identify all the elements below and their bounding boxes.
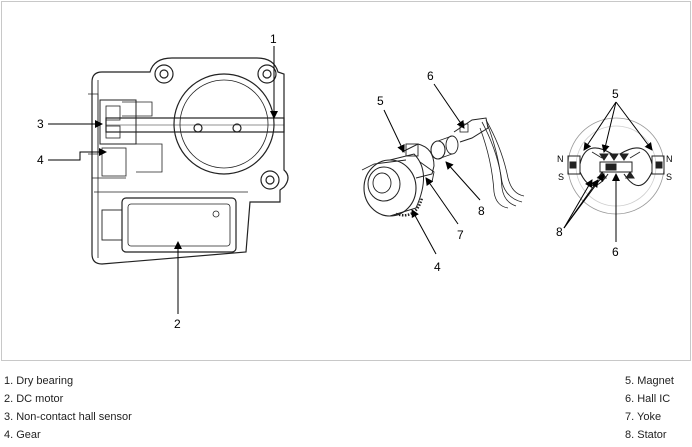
pole-north-left: N — [557, 154, 564, 164]
legend-item: 8. Stator — [625, 429, 667, 441]
diagram-figure: 1 3 4 2 5 6 8 7 4 5 8 6 N S N S — [1, 1, 691, 361]
callout-5-middle: 5 — [377, 94, 384, 108]
callout-6-right: 6 — [612, 245, 619, 259]
right-leaders — [563, 101, 653, 242]
left-leaders — [48, 46, 278, 314]
legend-item: 1. Dry bearing — [4, 375, 74, 387]
callout-4-left: 4 — [37, 153, 44, 167]
legend-left-column: 1. Dry bearing 2. DC motor 3. Non-contac… — [4, 372, 132, 444]
parts-legend: 1. Dry bearing 2. DC motor 3. Non-contac… — [0, 366, 692, 447]
callout-2: 2 — [174, 317, 181, 331]
callout-4-middle: 4 — [434, 260, 441, 274]
callout-8-middle: 8 — [478, 204, 485, 218]
callout-1: 1 — [270, 32, 277, 46]
legend-item: 7. Yoke — [625, 411, 662, 423]
legend-item: 2. DC motor — [4, 393, 64, 405]
legend-item: 3. Non-contact hall sensor — [4, 411, 132, 423]
callout-3: 3 — [37, 117, 44, 131]
throttle-body-diagram — [48, 46, 665, 314]
legend-item: 4. Gear — [4, 429, 41, 441]
callout-8-right: 8 — [556, 225, 563, 239]
pole-south-left: S — [558, 172, 565, 182]
pole-north-right: N — [666, 154, 673, 164]
legend-right-column: 5. Magnet 6. Hall IC 7. Yoke 8. Stator — [625, 372, 674, 444]
pole-south-right: S — [666, 172, 673, 182]
callout-6-middle: 6 — [427, 69, 434, 83]
throttle-body-housing — [88, 57, 289, 265]
callout-5-right: 5 — [612, 87, 619, 101]
middle-leaders — [383, 83, 481, 255]
sensor-assembly — [361, 117, 525, 217]
callout-7: 7 — [457, 228, 464, 242]
legend-item: 6. Hall IC — [625, 393, 671, 405]
legend-item: 5. Magnet — [625, 375, 674, 387]
